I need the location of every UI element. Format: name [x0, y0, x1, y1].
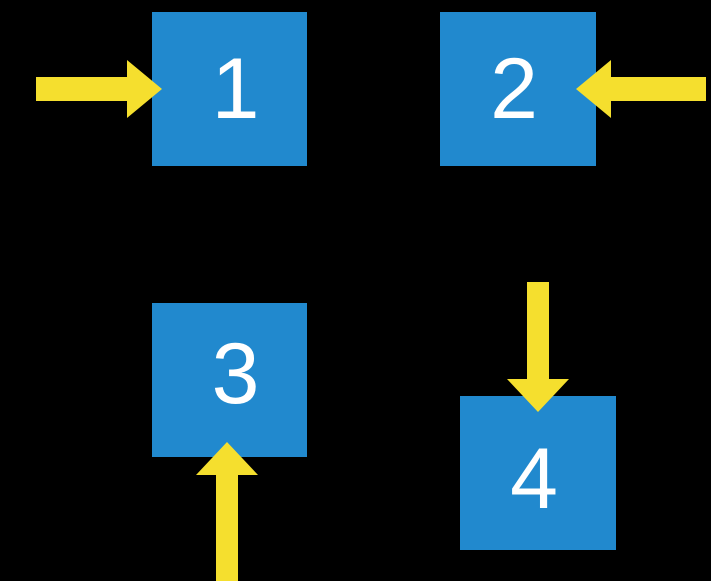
arrow-down-icon-into-node-4	[507, 282, 569, 412]
arrow-right-icon-into-node-1	[36, 60, 162, 118]
arrow-right-shape	[36, 60, 162, 118]
arrow-left-shape	[576, 60, 706, 118]
node-label-4: 4	[510, 431, 558, 527]
arrow-left-icon-into-node-2	[576, 60, 706, 118]
node-box-4[interactable]: 4	[460, 396, 616, 550]
node-label-3: 3	[211, 326, 260, 422]
node-label-2: 2	[490, 41, 538, 137]
node-box-2[interactable]: 2	[440, 12, 596, 166]
node-box-1[interactable]: 1	[152, 12, 307, 166]
node-box-3[interactable]: 3	[152, 303, 307, 457]
arrow-down-shape	[507, 282, 569, 412]
arrow-up-shape	[196, 442, 258, 581]
arrow-up-icon-into-node-3	[196, 442, 258, 581]
node-label-1: 1	[211, 41, 260, 137]
